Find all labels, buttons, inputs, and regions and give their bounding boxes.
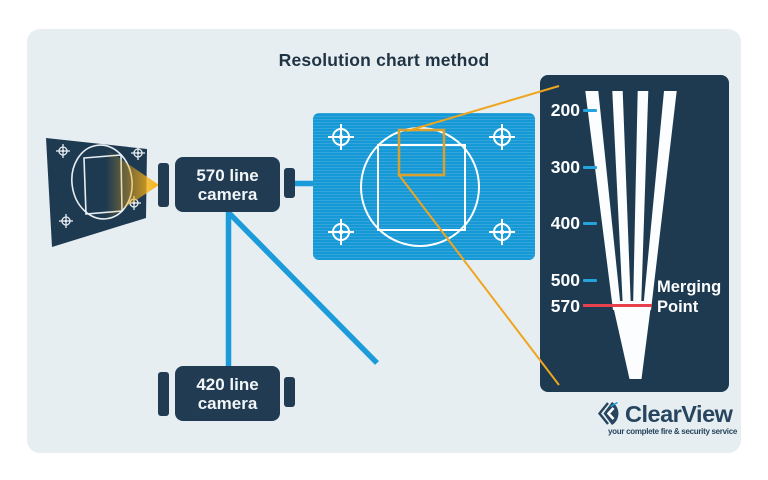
- scale-tick-200: [583, 109, 597, 112]
- merging-point-label-line2: Point: [657, 297, 699, 316]
- chart-square: [377, 144, 466, 231]
- merging-point-label-line1: Merging: [657, 278, 722, 296]
- scale-label-300: 300: [550, 157, 580, 177]
- wedge-merged-tip: [612, 301, 652, 379]
- resolution-chart: [313, 113, 535, 260]
- brand-name: ClearView: [625, 400, 733, 427]
- inner-chevron-notch: [606, 407, 615, 420]
- wedge-bar: [633, 91, 649, 310]
- scale-label-500: 500: [550, 270, 580, 290]
- camera-420-label-line1: 420 line: [196, 374, 259, 394]
- wedge-pattern: [585, 91, 677, 379]
- resolution-chart-graphics: [328, 124, 515, 247]
- crosshair-target-icon: [489, 219, 515, 245]
- connector-diagonal: [226, 210, 379, 365]
- zoom-region-box: [397, 128, 446, 177]
- camera-570-front-lens: [158, 163, 169, 207]
- view-cone: [106, 149, 159, 220]
- scale-label-400: 400: [550, 213, 580, 233]
- eye-shape: [603, 402, 619, 425]
- crosshair-target-icon: [59, 214, 73, 228]
- camera-420: 420 line camera: [175, 366, 280, 421]
- crosshair-target-icon: [328, 219, 354, 245]
- resolution-chart-crosshairs: [328, 124, 515, 245]
- merging-point-line: [583, 304, 652, 307]
- wedge-bar: [612, 91, 631, 310]
- test-chart: [46, 138, 159, 247]
- scale-tick-400: [583, 222, 597, 225]
- camera-420-front-lens: [158, 372, 169, 416]
- wedge-bar: [585, 91, 621, 310]
- crosshair-target-icon: [56, 144, 70, 158]
- camera-570-rear-lens: [284, 168, 295, 198]
- camera-420-label-line2: camera: [197, 393, 258, 413]
- blue-accent: [610, 401, 618, 408]
- crosshair-target-icon: [489, 124, 515, 150]
- clearview-chevron-eye-icon: [597, 401, 619, 425]
- merging-point-label: Merging Point: [657, 278, 721, 317]
- camera-570-label-line1: 570 line: [196, 165, 259, 185]
- connector-lines: [225, 180, 379, 367]
- crosshair-target-icon: [131, 146, 145, 160]
- scale-tick-300: [583, 166, 597, 169]
- page-title: Resolution chart method: [278, 50, 490, 70]
- outer-chevron: [597, 402, 609, 425]
- camera-420-rear-lens: [284, 377, 295, 407]
- camera-570-label-line2: camera: [197, 184, 258, 204]
- scale-tick-500: [583, 279, 597, 282]
- crosshair-target-icon: [328, 124, 354, 150]
- camera-570: 570 line camera: [175, 157, 280, 212]
- clearview-logo: ClearView your complete fire & security …: [596, 400, 737, 436]
- scale-label-570: 570: [550, 296, 580, 316]
- clearview-logo-row: ClearView: [596, 400, 737, 427]
- brand-tagline: your complete fire & security service: [608, 427, 737, 436]
- wedge-bar: [643, 91, 677, 310]
- scale-label-200: 200: [550, 100, 580, 120]
- zoom-panel: 200 300 400 500 570 Merging Point: [540, 75, 729, 392]
